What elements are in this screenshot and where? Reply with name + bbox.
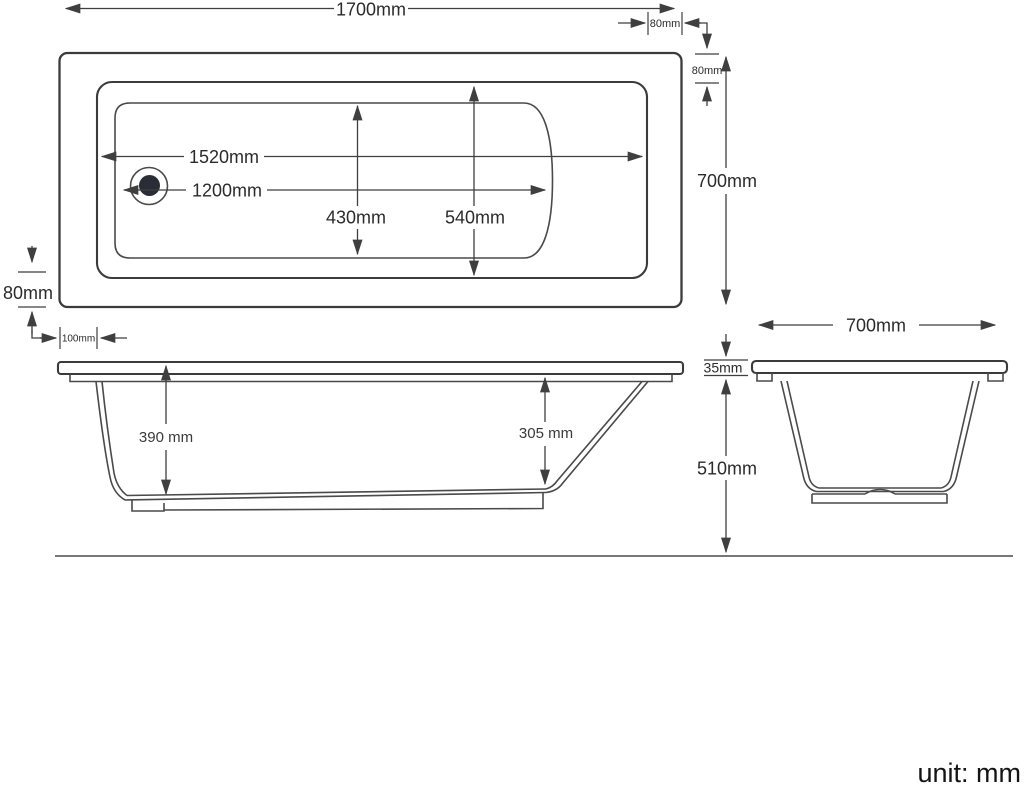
dim-depth-left-label: 390 mm	[139, 429, 193, 446]
dim-corner-offset-label: 100mm	[62, 334, 95, 345]
side-foot	[131, 500, 165, 512]
unit-note: unit: mm	[917, 758, 1021, 788]
side-rim-bar	[56, 360, 685, 376]
side-wall-right-outer	[545, 380, 649, 494]
dim-end-width: 700mm	[757, 316, 997, 336]
dim-depth-right-label: 305 mm	[519, 425, 573, 442]
end-wall-left-outer	[780, 380, 817, 493]
side-dimensions: 390 mm 305 mm 35mm 510mm	[139, 334, 757, 554]
side-wall-left-inner	[101, 381, 128, 497]
dim-corner-offset: 100mm	[40, 327, 127, 349]
dim-basin-width: 430mm	[326, 104, 386, 256]
dim-drain-distance: 1200mm	[122, 181, 547, 201]
plan-basin	[114, 102, 554, 259]
dim-overall-height: 510mm	[697, 378, 757, 554]
end-wall-right-outer	[943, 380, 980, 493]
dim-rim-inner-width: 540mm	[445, 85, 505, 277]
dim-plan-width: 700mm	[697, 55, 757, 306]
dim-rim-gap-left-label: 80mm	[3, 283, 53, 303]
dim-end-width-label: 700mm	[846, 316, 906, 336]
end-dimensions: 700mm	[757, 316, 997, 336]
dim-depth-right: 305 mm	[519, 376, 573, 486]
side-bottom-outer	[124, 491, 547, 501]
dim-plan-width-label: 700mm	[697, 171, 757, 191]
dim-drain-distance-label: 1200mm	[192, 181, 262, 201]
dim-depth-left: 390 mm	[139, 364, 193, 496]
plan-outer-rim	[58, 51, 683, 309]
end-wall-left-inner	[786, 380, 820, 489]
dim-overall-length-label: 1700mm	[336, 0, 406, 20]
plan-rim-inner-edge	[95, 80, 649, 280]
dim-rim-gap-top-right-label: 80mm	[650, 18, 681, 30]
end-rim-tab-left	[756, 373, 773, 382]
end-wall-right-inner	[940, 380, 974, 489]
dim-overall-height-label: 510mm	[697, 459, 757, 479]
dim-rim-gap-top-right: 80mm	[618, 12, 708, 35]
side-base-line	[163, 493, 544, 511]
end-rim-bar	[750, 359, 1009, 375]
end-view	[750, 359, 1009, 504]
end-drain-bump	[864, 488, 896, 495]
side-wall-left-outer	[95, 381, 126, 501]
side-view	[56, 360, 685, 512]
dim-basin-length: 1520mm	[100, 147, 644, 167]
plan-dimensions: 1700mm 80mm 80mm 700mm	[3, 0, 757, 349]
end-base	[811, 494, 948, 504]
dim-rim-gap-right-label: 80mm	[692, 65, 723, 77]
dim-basin-length-label: 1520mm	[189, 147, 259, 167]
dim-rim-gap-right: 80mm	[692, 31, 723, 106]
dim-rim-thickness-label: 35mm	[704, 360, 743, 376]
dim-basin-width-label: 430mm	[326, 208, 386, 228]
end-rim-tab-right	[987, 373, 1004, 382]
plan-view	[58, 51, 683, 309]
dim-rim-thickness: 35mm	[704, 334, 748, 377]
dim-rim-gap-left: 80mm	[3, 246, 53, 339]
drain-plug	[139, 175, 160, 196]
dim-rim-inner-width-label: 540mm	[445, 208, 505, 228]
side-bottom-inner	[126, 488, 547, 497]
dim-overall-length: 1700mm	[64, 0, 676, 20]
side-wall-right-inner	[545, 380, 643, 490]
side-rim-underlip	[69, 374, 673, 383]
